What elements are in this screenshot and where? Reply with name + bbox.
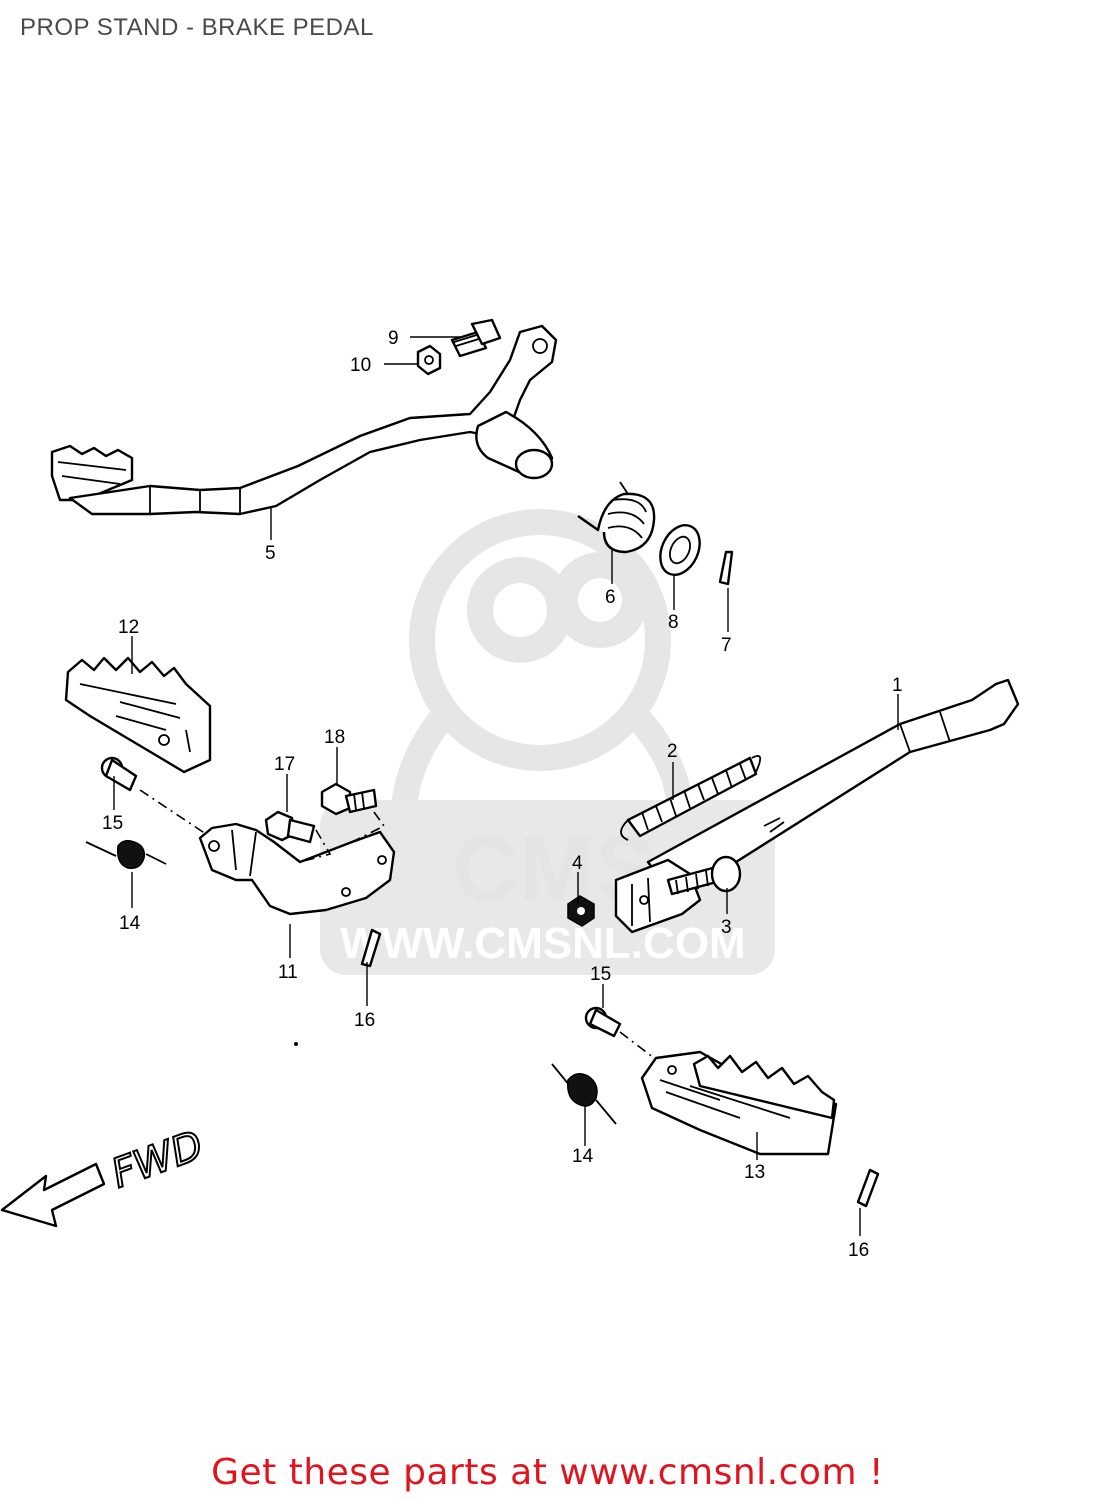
callout-16-right: 16 [848,1240,869,1261]
pin-15-left [100,756,138,792]
callout-7: 7 [721,635,732,656]
callout-labels: 9 10 5 6 8 7 12 1 18 2 17 15 4 14 3 11 1… [102,328,903,1261]
callout-15-left: 15 [102,813,123,834]
callout-14-right: 14 [572,1146,594,1167]
speck [294,1042,298,1046]
pivot-bolt-3 [666,855,742,896]
callout-4: 4 [572,853,583,874]
forward-direction-indicator: FWD [0,1121,210,1228]
parts-diagram: CMS WWW.CMSNL.COM [0,318,1020,1261]
footrest-left-12 [64,656,212,774]
callout-9: 9 [388,328,399,349]
callout-11: 11 [278,962,298,983]
callout-14-left: 14 [119,913,141,934]
callout-10: 10 [350,355,371,376]
footrest-bracket-11 [198,822,396,916]
callout-2: 2 [667,741,678,762]
page-title: PROP STAND - BRAKE PEDAL [20,14,374,41]
return-spring-6 [577,481,656,554]
footrest-right-13 [640,1050,838,1156]
watermark: CMS WWW.CMSNL.COM [320,509,775,975]
brake-pedal [50,324,558,516]
callout-12: 12 [118,617,139,638]
bolt-18 [320,782,378,816]
fwd-label: FWD [106,1122,209,1197]
callout-1: 1 [892,675,903,696]
washer-8 [659,524,701,576]
bolt-17 [264,810,316,844]
callout-15-right: 15 [590,964,611,985]
callout-5: 5 [265,543,276,564]
nut-10 [416,344,442,376]
cotter-pin-16-right [856,1168,880,1208]
pin-15-right [584,1006,622,1038]
callout-18: 18 [324,727,345,748]
callout-6: 6 [605,587,616,608]
leader-lines [113,336,899,1236]
spring-14-right [551,1063,617,1125]
cotter-pin-7 [718,550,734,586]
bolt-9 [450,318,502,358]
spring-14-left [85,839,167,870]
stand-spring-2 [620,754,762,841]
callout-17: 17 [274,754,295,775]
forward-arrow-icon [0,1162,106,1228]
callout-3: 3 [721,917,732,938]
prop-stand [614,678,1020,934]
get-parts-link[interactable]: Get these parts at www.cmsnl.com ! [211,1452,884,1493]
watermark-url: WWW.CMSNL.COM [340,919,746,968]
callout-16-left: 16 [354,1010,375,1031]
assembly-lines [139,789,655,1059]
callout-8: 8 [668,612,679,633]
callout-13: 13 [744,1162,765,1183]
